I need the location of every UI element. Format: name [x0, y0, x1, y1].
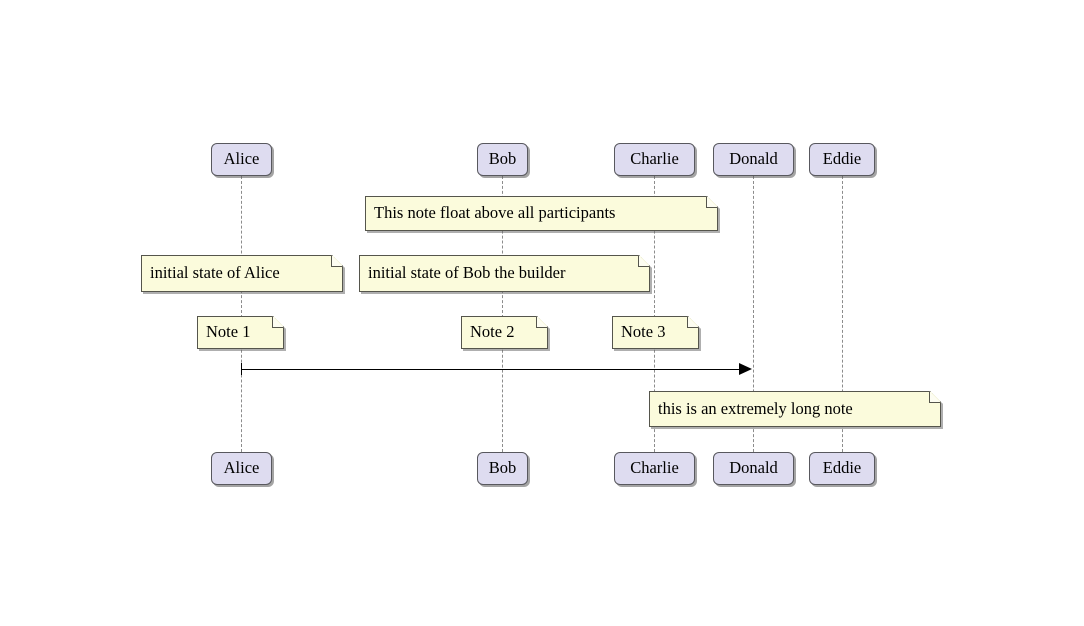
participant-header-charlie[interactable]: Charlie: [614, 143, 695, 176]
participant-label: Donald: [729, 458, 778, 478]
message-line-alice-to-donald[interactable]: [241, 369, 741, 370]
participant-footer-alice[interactable]: Alice: [211, 452, 272, 485]
participant-label: Charlie: [630, 149, 679, 169]
lifeline-charlie: [654, 176, 655, 452]
note-background: [649, 391, 941, 427]
note-1[interactable]: Note 1: [197, 316, 284, 349]
note-text: this is an extremely long note: [658, 398, 853, 418]
note-float-above-participants[interactable]: This note float above all participants: [365, 196, 718, 231]
note-background: [461, 316, 548, 349]
participant-footer-charlie[interactable]: Charlie: [614, 452, 695, 485]
note-text: This note float above all participants: [374, 203, 616, 223]
note-background: [359, 255, 650, 292]
lifeline-eddie: [842, 176, 843, 452]
note-background: [365, 196, 718, 231]
note-initial-state-alice[interactable]: initial state of Alice: [141, 255, 343, 292]
participant-label: Alice: [223, 458, 260, 478]
participant-header-donald[interactable]: Donald: [713, 143, 794, 176]
note-background: [197, 316, 284, 349]
participant-label: Donald: [729, 149, 778, 169]
lifeline-alice: [241, 176, 242, 452]
participant-footer-bob[interactable]: Bob: [477, 452, 528, 485]
participant-header-alice[interactable]: Alice: [211, 143, 272, 176]
participant-header-eddie[interactable]: Eddie: [809, 143, 875, 176]
participant-label: Bob: [488, 149, 517, 169]
participant-footer-eddie[interactable]: Eddie: [809, 452, 875, 485]
note-text: Note 3: [621, 322, 666, 342]
note-text: Note 1: [206, 322, 251, 342]
participant-footer-donald[interactable]: Donald: [713, 452, 794, 485]
participant-label: Eddie: [822, 458, 862, 478]
participant-label: Alice: [223, 149, 260, 169]
participant-label: Charlie: [630, 458, 679, 478]
note-initial-state-bob[interactable]: initial state of Bob the builder: [359, 255, 650, 292]
note-extremely-long[interactable]: this is an extremely long note: [649, 391, 941, 427]
note-background: [141, 255, 343, 292]
note-text: Note 2: [470, 322, 515, 342]
note-3[interactable]: Note 3: [612, 316, 699, 349]
note-2[interactable]: Note 2: [461, 316, 548, 349]
note-text: initial state of Alice: [150, 263, 280, 283]
lifeline-bob: [502, 176, 503, 452]
lifeline-donald: [753, 176, 754, 452]
note-background: [612, 316, 699, 349]
participant-label: Bob: [488, 458, 517, 478]
participant-label: Eddie: [822, 149, 862, 169]
note-text: initial state of Bob the builder: [368, 263, 566, 283]
participant-header-bob[interactable]: Bob: [477, 143, 528, 176]
message-arrowhead-icon: [739, 363, 752, 375]
